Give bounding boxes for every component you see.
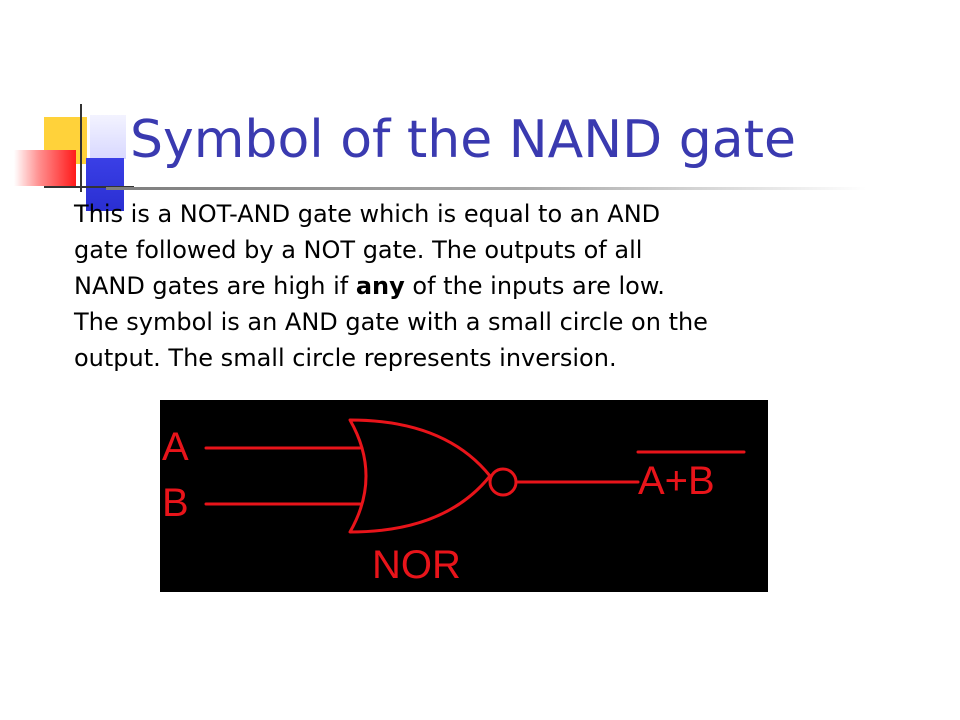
inversion-bubble (488, 467, 518, 497)
body-line-3: NAND gates are high if any of the inputs… (74, 268, 874, 304)
decorative-blue-square (86, 158, 124, 211)
gate-body-shape (348, 418, 492, 534)
gate-diagram-svg: A B A+B NOR (162, 418, 746, 587)
body-line-3-end: of the inputs are low. (404, 272, 665, 300)
input-b-label: B (162, 481, 189, 525)
emphasis-any: any (355, 272, 405, 300)
body-line-4: The symbol is an AND gate with a small c… (74, 308, 708, 336)
body-line-5: output. The small circle represents inve… (74, 344, 617, 372)
title-underline-rule (106, 187, 866, 190)
body-line-2: gate followed by a NOT gate. The outputs… (74, 236, 643, 264)
decorative-horizontal-line (44, 186, 134, 188)
input-a-label: A (162, 425, 189, 469)
slide-title: Symbol of the NAND gate (130, 110, 796, 170)
body-line-1: This is a NOT-AND gate which is equal to… (74, 200, 661, 228)
decorative-vertical-line (80, 104, 82, 192)
body-text: This is a NOT-AND gate which is equal to… (74, 196, 874, 376)
decorative-red-bar (14, 150, 76, 186)
gate-type-label: NOR (372, 543, 461, 587)
gate-diagram-image: A B A+B NOR (160, 400, 768, 592)
body-line-3-start: NAND gates are high if (74, 272, 356, 300)
decorative-light-square (90, 115, 126, 159)
output-label: A+B (638, 459, 715, 503)
